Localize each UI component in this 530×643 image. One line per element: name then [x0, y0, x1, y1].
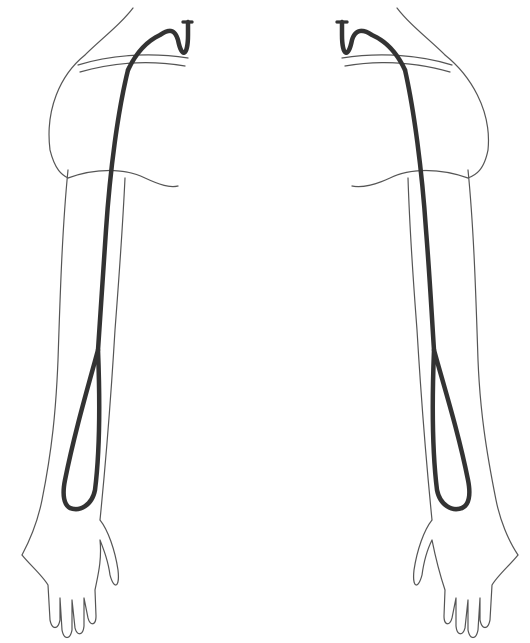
right-radial-artery: [434, 350, 469, 508]
left-radial-artery: [64, 350, 98, 508]
left-shoulder-outline: [49, 55, 85, 178]
right-arm-inner: [408, 178, 432, 520]
right-neck-outline: [397, 8, 445, 55]
right-arm-outer: [468, 170, 518, 555]
right-shoulder-outline: [445, 55, 488, 178]
right-axilla-outline: [352, 171, 468, 187]
left-arm-inner: [100, 178, 125, 520]
left-arm: [22, 8, 192, 638]
right-arm: [337, 8, 518, 638]
left-axilla-outline: [68, 171, 178, 187]
left-neck-outline: [85, 8, 133, 55]
left-arm-outer: [22, 170, 68, 555]
left-hand-outline: [22, 520, 118, 638]
right-clavicle-outline-2: [345, 63, 450, 72]
right-hand-outline: [414, 520, 518, 638]
